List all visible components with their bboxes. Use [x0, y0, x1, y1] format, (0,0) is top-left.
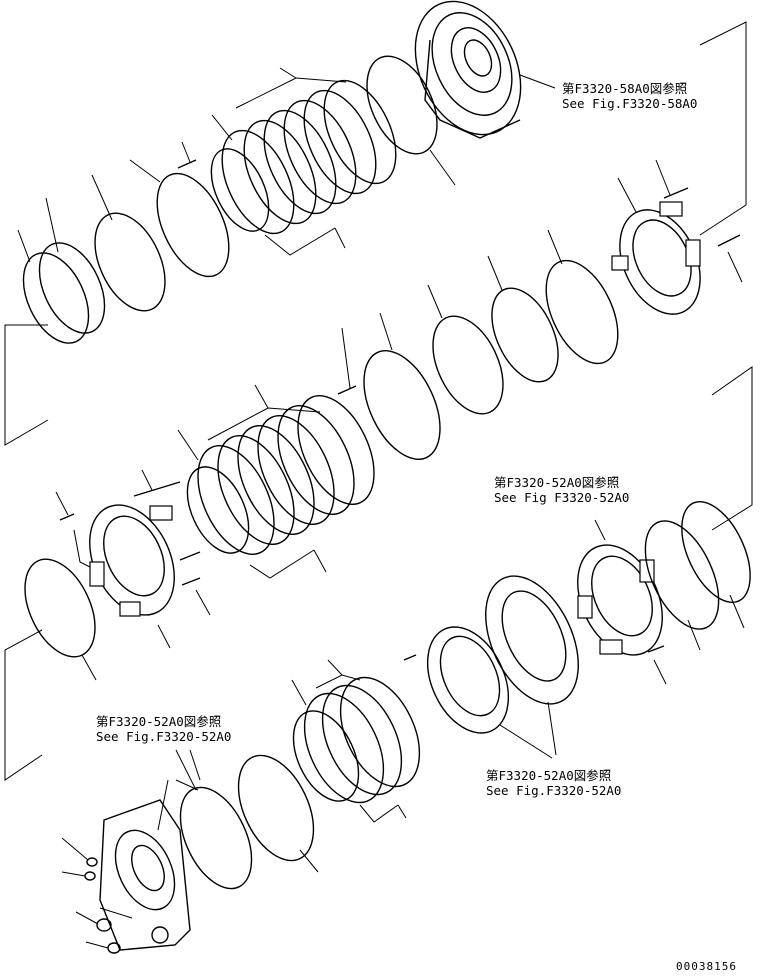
reference-label-52a0-left: 第F3320-52A0図参照 See Fig.F3320-52A0: [96, 714, 231, 744]
ref-leader-58a0: [519, 74, 556, 89]
carrier-housing-top: [611, 201, 701, 315]
assembly-bracket-line-lower: [4, 629, 43, 781]
carrier-housing-right: [577, 544, 663, 656]
reference-en: See Fig.F3320-52A0: [486, 783, 622, 798]
reference-en: See Fig F3320-52A0: [494, 490, 630, 505]
reference-en: See Fig.F3320-58A0: [562, 96, 698, 111]
plug-4: [107, 942, 121, 954]
reference-label-58a0: 第F3320-58A0図参照 See Fig.F3320-58A0: [562, 81, 697, 111]
document-number: 00038156: [676, 960, 737, 973]
reference-jp: 第F3320-58A0図参照: [562, 81, 688, 96]
seal-ring-right-3: [432, 315, 504, 415]
seal-ring-lower-2: [179, 786, 253, 890]
pin-mid-2: [59, 513, 75, 521]
assembly-bracket-line-left: [4, 324, 49, 446]
pin-right-mid: [647, 645, 665, 653]
seal-ring-right-2: [491, 287, 559, 383]
reference-label-52a0-bottom: 第F3320-52A0図参照 See Fig.F3320-52A0: [486, 768, 621, 798]
seal-ring-top-2: [38, 242, 106, 334]
spring-top: [177, 159, 197, 169]
assembly-bracket-line-mid: [711, 366, 753, 531]
seal-ring-top-3: [22, 252, 90, 344]
pin-lower: [403, 654, 417, 661]
spring-mid: [337, 385, 357, 395]
carrier-housing-mid: [89, 504, 175, 617]
seal-ring-right-1: [545, 259, 619, 365]
seal-ring-top-1: [94, 212, 166, 312]
pin-mid-4: [181, 577, 201, 586]
pin-mid-1: [133, 481, 181, 497]
clutch-plate-stack-lower: [292, 676, 421, 804]
seal-ring-lower-1: [237, 754, 315, 862]
plug-1: [86, 857, 98, 867]
reference-jp: 第F3320-52A0図参照: [486, 768, 612, 783]
reference-label-52a0-mid: 第F3320-52A0図参照 See Fig F3320-52A0: [494, 475, 629, 505]
pin-top-2: [717, 234, 741, 247]
reference-en: See Fig.F3320-52A0: [96, 729, 232, 744]
plate-group-bracket-top: [235, 77, 347, 109]
lug-plate-mid: [363, 350, 441, 460]
plug-3: [96, 918, 112, 932]
plug-2: [84, 871, 96, 881]
reference-jp: 第F3320-52A0図参照: [96, 714, 222, 729]
lug-plate-top: [156, 172, 230, 278]
assembly-bracket-line: [699, 21, 747, 236]
snap-ring-top: [366, 55, 438, 155]
reference-jp: 第F3320-52A0図参照: [494, 475, 620, 490]
pin-mid-3: [179, 551, 201, 561]
housing-cover-top: [414, 0, 522, 139]
clutch-plate-stack-mid: [186, 395, 375, 555]
carrier-lower: [426, 626, 510, 734]
seal-ring-right-mid-1: [644, 520, 720, 630]
clutch-plate-stack-top: [210, 79, 397, 235]
pin-top-1: [663, 187, 689, 199]
housing-cover-bottom: [99, 799, 191, 951]
seal-ring-right-mid-2: [681, 500, 751, 604]
